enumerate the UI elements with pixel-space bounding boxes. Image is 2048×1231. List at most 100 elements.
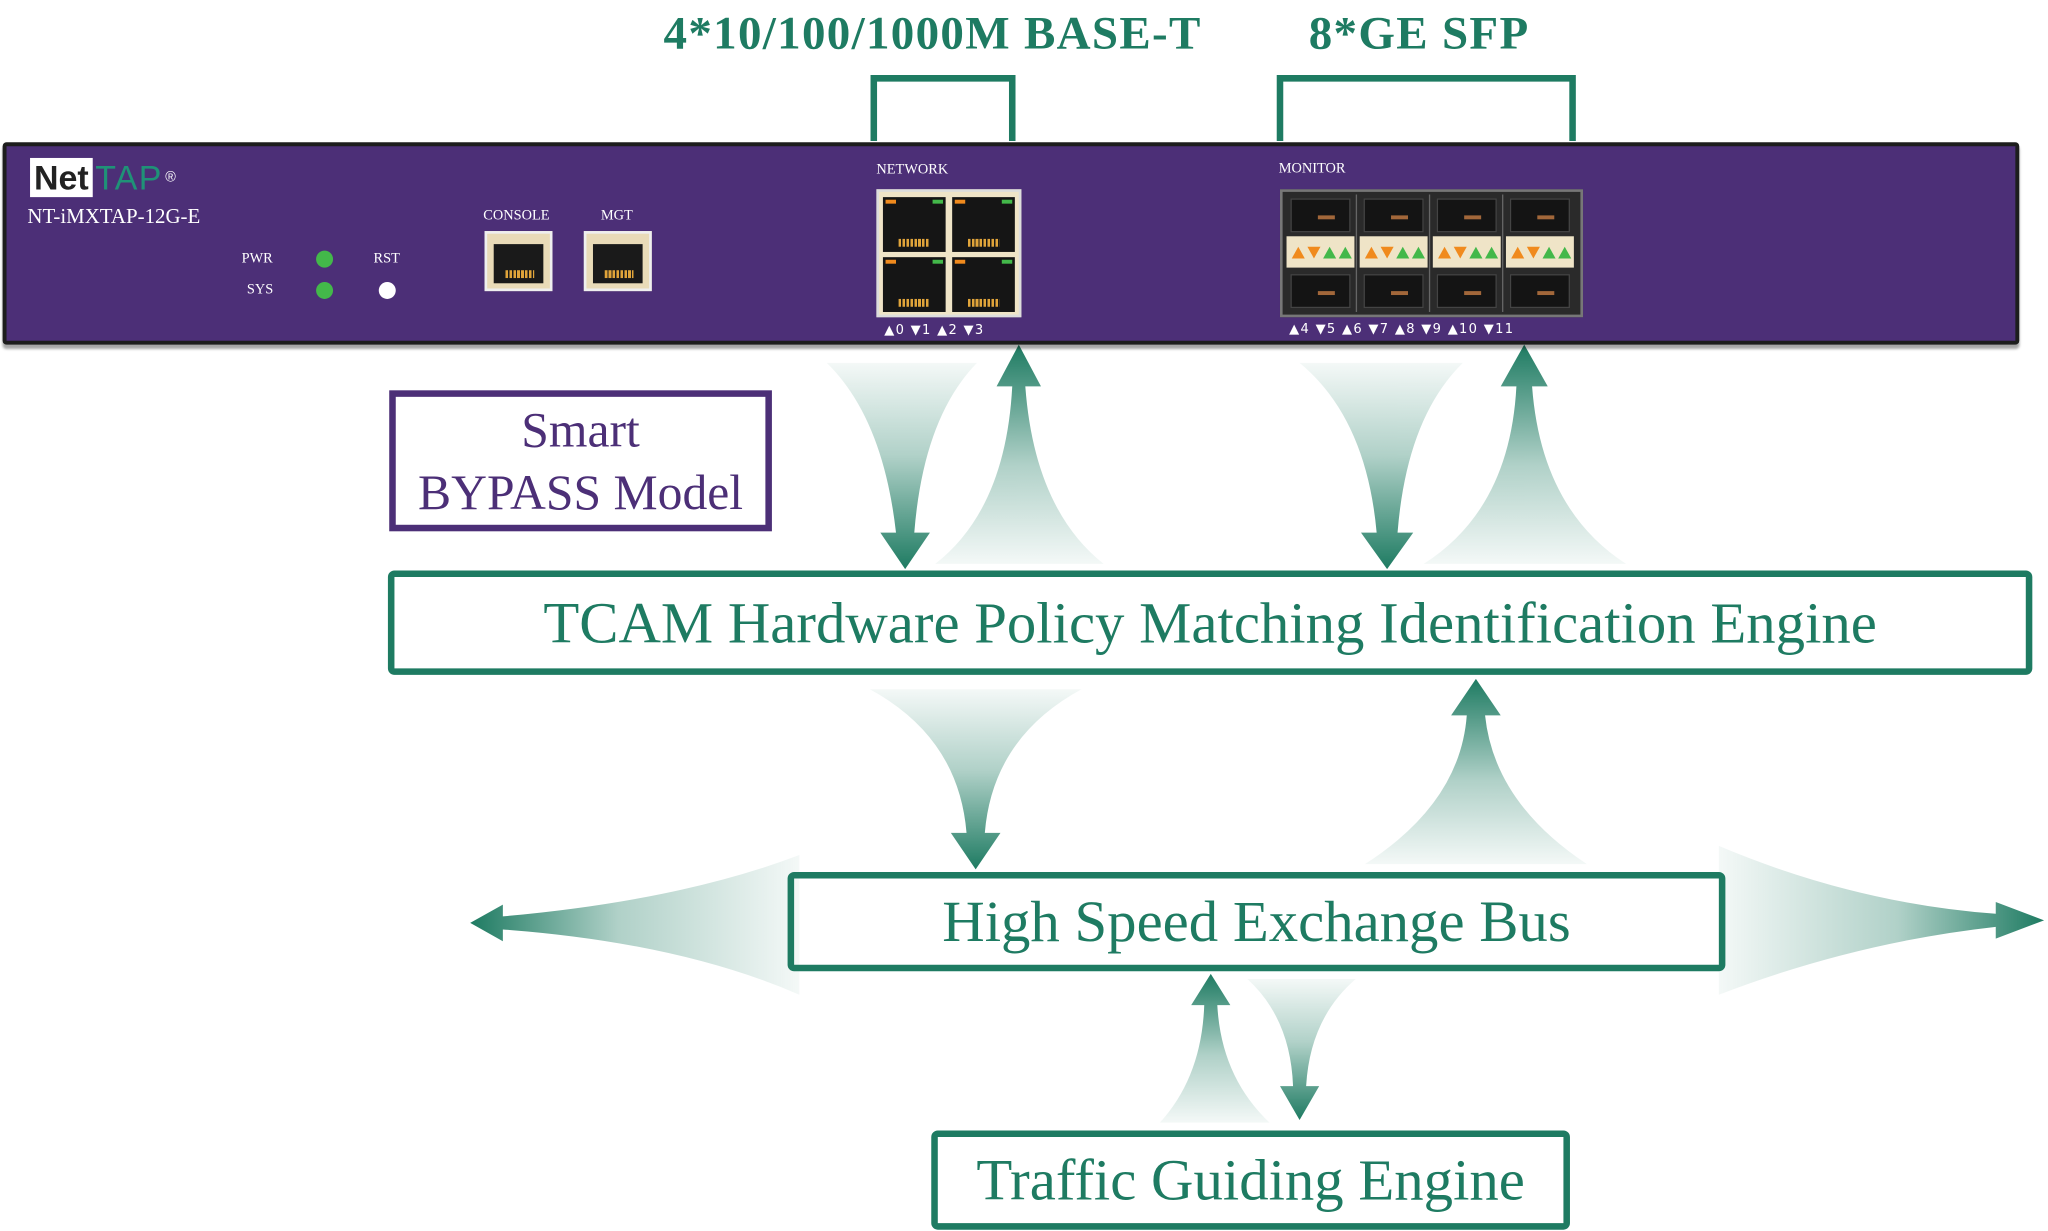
tcam-engine-box: TCAM Hardware Policy Matching Identifica… (387, 570, 2033, 675)
arrow-up-monitor (1423, 344, 1627, 564)
network-port-0-led-green (932, 199, 944, 204)
sfp-cage-4-status (1505, 236, 1574, 268)
network-port-3[interactable] (952, 257, 1015, 312)
network-port-0-pins (898, 238, 930, 247)
smart-bypass-line1: Smart (521, 403, 640, 459)
sfp-cage-2-tag-top (1391, 215, 1408, 220)
sfp-cage-4-slot-top (1509, 198, 1570, 233)
sfp-cage-1-rx-green-icon (1338, 246, 1352, 259)
network-port-2[interactable] (952, 197, 1015, 252)
sfp-cage-1-rx-orange-icon (1307, 246, 1321, 259)
rst-button[interactable] (378, 281, 396, 299)
network-port-1-led-orange (885, 259, 896, 264)
rst-label: RST (373, 250, 400, 267)
sfp-cage-3-rx-green-icon (1485, 246, 1499, 259)
sfp-label: 8*GE SFP (1308, 6, 1530, 59)
sfp-cage-4-tag-bottom (1537, 291, 1555, 296)
network-port-3-led-orange (954, 259, 966, 264)
sfp-cage-2[interactable] (1358, 194, 1431, 312)
sfp-cage-2-status (1359, 236, 1428, 268)
sfp-cage-4[interactable] (1505, 195, 1577, 312)
network-port-1-pins (898, 298, 930, 307)
sfp-cage-3[interactable] (1432, 194, 1504, 312)
sfp-cage-2-rx-green-icon (1411, 246, 1425, 259)
console-port-pins (505, 270, 535, 279)
sys-led (316, 281, 334, 299)
sfp-cage-2-tag-bottom (1391, 291, 1408, 296)
mgt-port[interactable] (583, 231, 652, 292)
network-port-0-led-orange (885, 199, 896, 204)
console-label: CONSOLE (483, 207, 550, 224)
sfp-cage-1-tx-green-icon (1323, 246, 1337, 259)
sfp-cage-4-tag-top (1537, 215, 1555, 220)
exchange-bus-box: High Speed Exchange Bus (787, 872, 1726, 972)
sfp-cage-2-tx-orange-icon (1364, 246, 1378, 259)
network-port-1-led-green (932, 259, 944, 264)
sys-label: SYS (246, 281, 274, 298)
network-label: NETWORK (876, 161, 949, 178)
sfp-cage-2-tx-green-icon (1396, 246, 1410, 259)
arrow-up-traffic-bus (1159, 973, 1270, 1123)
sfp-cage-1-status (1286, 236, 1355, 268)
smart-bypass-box: Smart BYPASS Model (389, 390, 772, 532)
base-t-label: 4*10/100/1000M BASE-T (663, 6, 1202, 59)
exchange-bus-label: High Speed Exchange Bus (942, 888, 1571, 955)
sfp-cage-4-slot-bottom (1509, 274, 1570, 309)
sfp-cage-4-rx-orange-icon (1526, 246, 1540, 259)
traffic-engine-box: Traffic Guiding Engine (931, 1130, 1570, 1230)
bracket-sfp (1276, 75, 1576, 141)
arrow-down-tcam-bus (869, 689, 1082, 870)
pwr-led (316, 250, 334, 268)
sfp-cage-3-tx-green-icon (1469, 246, 1483, 259)
arrow-down-monitor (1299, 362, 1463, 570)
sfp-cage-4-rx-green-icon (1558, 246, 1572, 259)
sfp-cage-1-slot-bottom (1290, 274, 1351, 309)
network-ports (876, 189, 1022, 318)
logo-tap: TAP (95, 157, 163, 198)
sfp-cage-2-slot-bottom (1363, 274, 1424, 309)
arrow-down-bus-traffic (1247, 979, 1356, 1121)
sfp-cage-2-slot-top (1363, 198, 1424, 233)
network-port-3-pins (967, 298, 1000, 307)
monitor-port-numbers: ▲4 ▼5 ▲6 ▼7 ▲8 ▼9 ▲10 ▼11 (1289, 322, 1515, 337)
sfp-cage-1-tag-bottom (1317, 291, 1335, 296)
sfp-cage-3-status (1432, 236, 1501, 268)
model-name: NT-iMXTAP-12G-E (27, 206, 201, 229)
sfp-cage-3-tag-top (1464, 215, 1482, 220)
sfp-ports (1279, 189, 1584, 318)
network-port-numbers: ▲0 ▼1 ▲2 ▼3 (884, 323, 985, 339)
monitor-label: MONITOR (1278, 160, 1346, 177)
mgt-label: MGT (600, 207, 633, 224)
sfp-cage-2-rx-orange-icon (1380, 246, 1394, 259)
tcam-engine-label: TCAM Hardware Policy Matching Identifica… (543, 590, 1877, 656)
bracket-base-t (870, 75, 1016, 141)
arrow-up-network (935, 344, 1104, 564)
network-port-2-led-green (1001, 199, 1013, 204)
arrow-up-bus-tcam (1364, 678, 1587, 865)
arrow-right-output (1718, 845, 2045, 995)
traffic-engine-label: Traffic Guiding Engine (976, 1147, 1525, 1213)
network-port-3-led-green (1001, 259, 1013, 264)
network-port-2-led-orange (954, 199, 966, 204)
sfp-cage-3-tag-bottom (1464, 291, 1482, 296)
sfp-cage-3-rx-orange-icon (1453, 246, 1467, 259)
sfp-cage-3-tx-orange-icon (1438, 246, 1452, 259)
sfp-cage-1-tag-top (1317, 215, 1335, 220)
network-port-1[interactable] (882, 257, 946, 312)
console-port[interactable] (484, 231, 553, 292)
network-port-2-pins (967, 238, 1000, 247)
arrow-left-output (470, 855, 800, 995)
network-port-0[interactable] (882, 197, 946, 252)
arrow-down-network (826, 362, 977, 570)
sfp-cage-1-slot-top (1290, 198, 1351, 233)
pwr-label: PWR (241, 250, 273, 267)
smart-bypass-line2: BYPASS Model (418, 466, 744, 521)
logo-reg: ® (165, 169, 176, 186)
sfp-cage-4-tx-orange-icon (1511, 246, 1525, 259)
sfp-cage-1[interactable] (1285, 194, 1358, 312)
sfp-cage-3-slot-bottom (1436, 274, 1497, 309)
